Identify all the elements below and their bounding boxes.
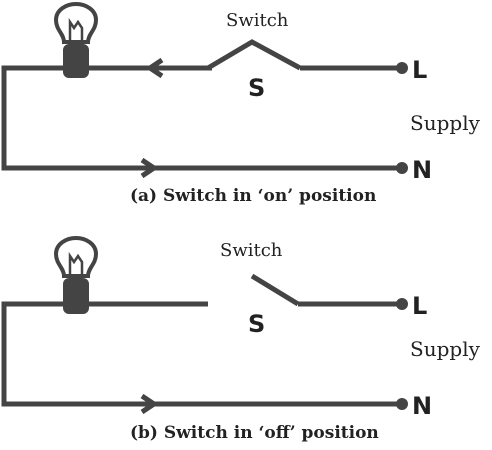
switch-blade-open [250, 273, 300, 307]
switch-label: Switch [220, 240, 283, 261]
switch-letter: S [248, 74, 265, 102]
caption: (a) Switch in ‘on’ position [130, 186, 376, 206]
supply-label: Supply [410, 111, 481, 135]
neutral-label: N [412, 156, 432, 184]
neutral-label: N [412, 392, 432, 420]
neutral-terminal-b [396, 398, 408, 410]
neutral-terminal-a [396, 162, 408, 174]
live-label: L [412, 292, 427, 320]
bulb-icon [53, 1, 99, 78]
arrow-bottom-b [140, 393, 159, 415]
left-loop-wire-b [1, 301, 400, 407]
switch-label: Switch [226, 10, 289, 31]
live-terminal-b [396, 298, 408, 310]
arrow-bottom-a [140, 157, 159, 179]
switch-blade-closed [206, 39, 302, 71]
arrow-top-a [145, 57, 164, 79]
bulb-icon [53, 235, 99, 314]
supply-label: Supply [410, 337, 481, 361]
left-loop-wire-a [1, 65, 400, 171]
panel-switch-on: Switch S L Supply N (a) Switch in ‘on’ p… [1, 1, 481, 206]
panel-switch-off: Switch S L Supply N (b) Switch in ‘off’ … [1, 235, 481, 443]
caption: (b) Switch in ‘off’ position [130, 423, 379, 443]
switch-letter: S [248, 310, 265, 338]
live-label: L [412, 56, 427, 84]
live-terminal-a [396, 62, 408, 74]
